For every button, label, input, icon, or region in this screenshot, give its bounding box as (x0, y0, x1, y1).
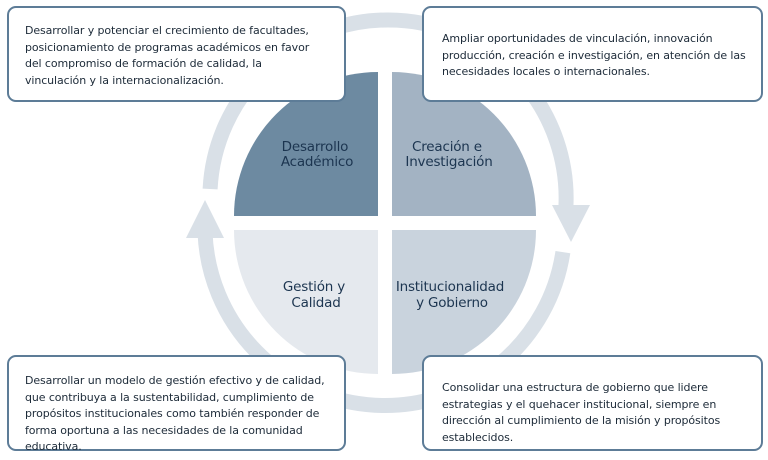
quadrant-label-desarrollo-academico: Desarrollo Académico (281, 139, 353, 170)
cycle-arrowhead-left (186, 200, 224, 238)
quadrant-label-line: Desarrollo (282, 139, 349, 155)
quadrant-desarrollo-academico (234, 72, 378, 216)
quadrant-creacion-investigacion (392, 72, 536, 216)
description-text: Consolidar una estructura de gobierno qu… (442, 381, 721, 444)
quadrant-label-line: Académico (281, 154, 353, 170)
description-box-gestion-calidad: Desarrollar un modelo de gestión efectiv… (7, 355, 346, 453)
quadrant-label-line: y Gobierno (416, 295, 488, 311)
quadrant-institucionalidad-gobierno (392, 230, 536, 374)
cycle-ring-top-arc (202, 12, 574, 208)
quadrant-label-line: Investigación (405, 154, 492, 170)
quadrant-label-line: Gestión y (283, 279, 345, 295)
quadrant-gestion-calidad (234, 230, 378, 374)
quadrant-label-gestion-calidad: Gestión y Calidad (283, 279, 349, 311)
description-text: Desarrollar un modelo de gestión efectiv… (25, 374, 325, 453)
quadrant-label-creacion-investigacion: Creación e Investigación (405, 139, 492, 170)
description-box-creacion-investigacion: Ampliar oportunidades de vinculación, in… (422, 6, 763, 102)
description-text: Ampliar oportunidades de vinculación, in… (442, 32, 746, 78)
quadrant-label-line: Institucionalidad (396, 279, 504, 295)
cycle-arrowhead-right (552, 205, 590, 242)
quadrant-label-institucionalidad-gobierno: Institucionalidad y Gobierno (396, 279, 508, 311)
description-box-desarrollo-academico: Desarrollar y potenciar el crecimiento d… (7, 6, 346, 102)
quadrant-label-line: Creación e (412, 139, 482, 155)
quadrant-label-line: Calidad (291, 295, 340, 311)
cycle-ring-bottom-arc (197, 231, 571, 413)
description-box-institucionalidad-gobierno: Consolidar una estructura de gobierno qu… (422, 355, 763, 451)
description-text: Desarrollar y potenciar el crecimiento d… (25, 24, 310, 87)
